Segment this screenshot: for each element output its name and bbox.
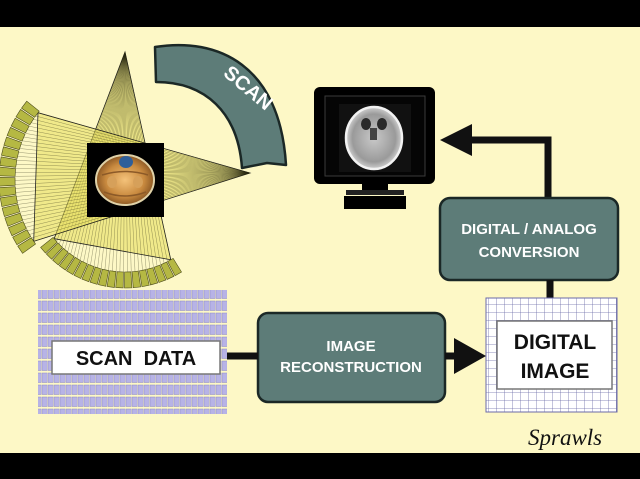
detector-element [4, 212, 24, 227]
detector-element [0, 195, 18, 207]
detector-element [17, 237, 36, 254]
detector-element [73, 260, 88, 279]
detector-element [131, 270, 141, 289]
detector-element [115, 271, 124, 289]
detector-element [167, 257, 182, 277]
scan-rotation-arrow: SCAN [153, 43, 288, 170]
detector-element [81, 263, 95, 283]
detector-element [7, 221, 27, 237]
conversion-label-line2: CONVERSION [479, 244, 580, 261]
detector-element [0, 166, 16, 177]
reconstruction-label-line1: IMAGE [326, 338, 375, 355]
author-signature: Sprawls [528, 425, 602, 450]
scan-data-label: SCAN DATA [76, 348, 196, 370]
detector-element [10, 117, 30, 134]
top-frame-bar [0, 0, 640, 27]
detector-element [52, 247, 69, 266]
detector-element [45, 242, 63, 260]
xray-ray [37, 112, 251, 174]
detector-element [124, 271, 133, 289]
detector-element [146, 267, 159, 286]
bottom-frame-bar [0, 453, 640, 479]
digital-image-label-line2: IMAGE [521, 360, 590, 383]
detector-element [58, 252, 75, 271]
arrow-conversion-to-monitor [440, 124, 552, 198]
detector-element [12, 229, 32, 246]
detector-element [1, 204, 21, 217]
scan-data-block: SCAN DATA [38, 290, 227, 414]
detector-element [0, 156, 18, 168]
detector-element [15, 109, 35, 126]
detector-element [21, 100, 40, 118]
digital-image-matrix: DIGITAL IMAGE [485, 297, 618, 413]
detector-element [1, 146, 20, 159]
detector-element [66, 256, 82, 276]
detector-element [40, 236, 58, 254]
patient-head-section-image [87, 143, 164, 217]
image-reconstruction-box: IMAGE RECONSTRUCTION [256, 311, 447, 404]
digital-image-label-line1: DIGITAL [514, 331, 597, 354]
detector-element [106, 270, 117, 288]
detector-element [139, 269, 150, 288]
detector-element [98, 268, 109, 287]
detector-element [0, 177, 16, 187]
detector-element [6, 127, 26, 142]
reconstruction-label-line2: RECONSTRUCTION [280, 359, 422, 376]
digital-analog-conversion-box: DIGITAL / ANALOG CONVERSION [438, 196, 620, 282]
detector-element [89, 266, 102, 285]
display-monitor [314, 87, 435, 209]
arrow-reconstruction-to-digital-image [445, 338, 486, 374]
detector-arrays [0, 100, 182, 289]
detector-element [0, 186, 17, 197]
detector-element [153, 264, 167, 283]
detector-element [160, 261, 175, 280]
conversion-label-line1: DIGITAL / ANALOG [461, 221, 597, 238]
detector-element [3, 136, 22, 151]
